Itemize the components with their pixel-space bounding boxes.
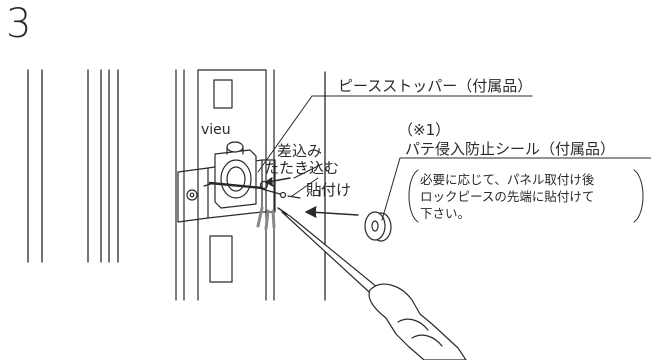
leader-lines [257, 95, 651, 221]
insert-label: 差込み [277, 142, 323, 160]
insert-arrow [265, 177, 291, 187]
piece-stopper-label: ピースストッパー（付属品） [338, 77, 533, 95]
door-frame [175, 69, 275, 301]
putty-seal-label: パテ侵入防止シール（付属品） [405, 140, 616, 158]
panel-edge-lines [27, 69, 326, 301]
attach-arrow [305, 206, 359, 218]
putty-seal-washer [364, 211, 392, 242]
note-reference: （※1） [398, 121, 451, 139]
note-line-2: ロックピースの先端に貼付けて [420, 189, 595, 204]
brand-mark: vieu [201, 122, 231, 138]
step-number: 3 [6, 1, 32, 47]
attach-label: 貼付け [306, 181, 352, 199]
note-brackets [408, 169, 644, 223]
lock-cylinder [214, 141, 257, 209]
note-line-3: 下さい。 [420, 206, 471, 221]
frame-slots [209, 79, 233, 283]
tap-in-label: たたき込む [264, 159, 340, 177]
note-line-1: 必要に応じて、パネル取付け後 [420, 172, 595, 187]
screwdriver [277, 207, 467, 360]
stopper-pin [203, 181, 301, 199]
impact-marks [256, 206, 276, 231]
